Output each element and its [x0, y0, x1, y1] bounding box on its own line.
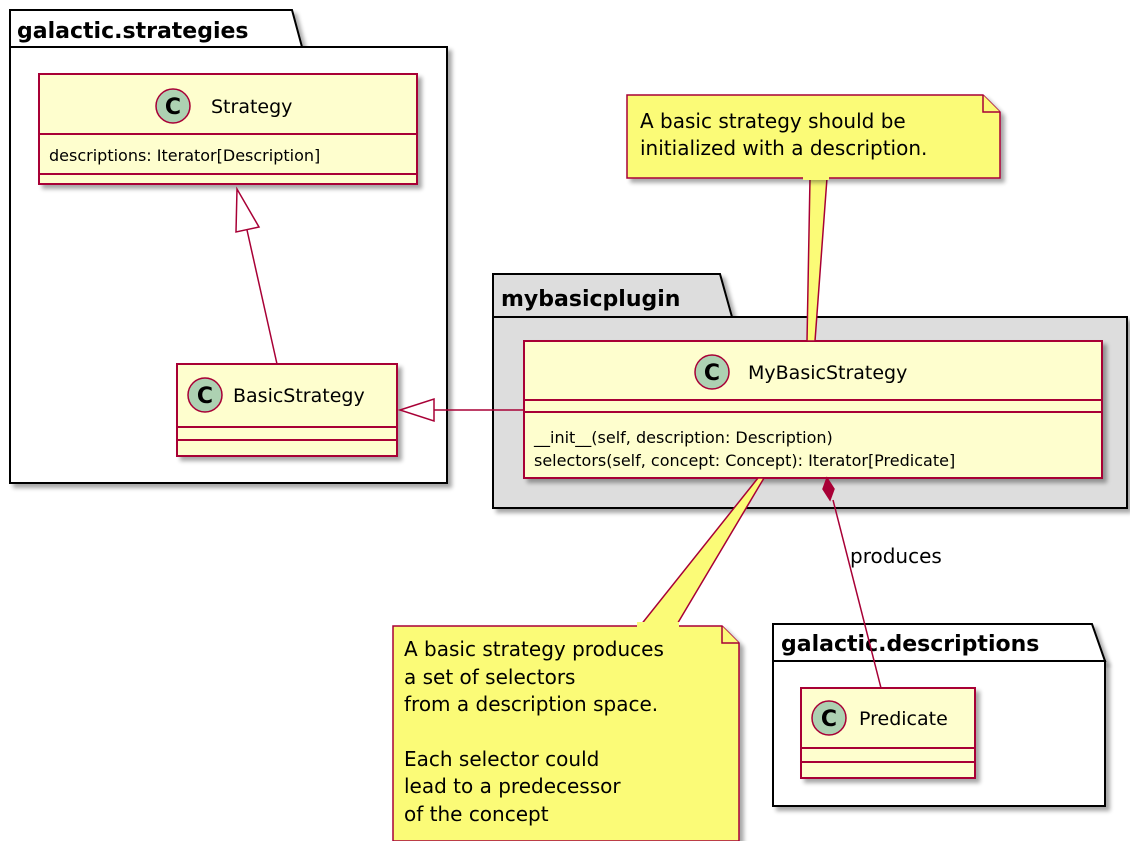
note-line: A basic strategy produces [404, 637, 664, 661]
class-name: MyBasicStrategy [748, 362, 907, 384]
class-icon [187, 377, 223, 413]
note-top: A basic strategy should be initialized w… [626, 94, 1001, 342]
class-icon [811, 700, 847, 736]
class-icon [155, 88, 191, 124]
class-stereotype-letter: C [197, 384, 213, 409]
class-method: selectors(self, concept: Concept): Itera… [534, 451, 955, 470]
class-stereotype-letter: C [165, 95, 181, 120]
class-strategy[interactable]: C Strategy descriptions: Iterator[Descri… [38, 73, 418, 185]
class-name: Predicate [859, 708, 948, 730]
note-line: lead to a predecessor [404, 774, 621, 798]
note-line: of the concept [404, 802, 549, 826]
inheritance-mybasic-to-basic [397, 397, 524, 423]
inheritance-arrowhead [235, 186, 261, 233]
class-stereotype-letter: C [704, 361, 720, 386]
note-line: from a description space. [404, 692, 658, 716]
class-icon [694, 354, 730, 390]
note-line: a set of selectors [404, 665, 575, 689]
class-stereotype-letter: C [821, 707, 837, 732]
composition-diamond [822, 476, 835, 502]
inheritance-basic-to-strategy [235, 186, 278, 365]
class-name: Strategy [211, 96, 292, 118]
class-method: __init__(self, description: Description) [533, 428, 833, 448]
inheritance-arrowhead [397, 397, 435, 423]
note-line: Each selector could [404, 747, 599, 771]
class-basic-strategy[interactable]: C BasicStrategy [176, 363, 398, 457]
class-predicate[interactable]: C Predicate [800, 687, 976, 779]
class-my-basic-strategy[interactable]: C MyBasicStrategy __init__(self, descrip… [523, 340, 1103, 479]
note-line: A basic strategy should be [640, 109, 906, 133]
note-bottom: A basic strategy produces a set of selec… [392, 477, 766, 841]
package-title: mybasicplugin [501, 287, 680, 312]
package-title: galactic.descriptions [781, 632, 1039, 657]
class-attribute: descriptions: Iterator[Description] [49, 146, 320, 165]
note-line: initialized with a description. [640, 136, 927, 160]
package-title: galactic.strategies [17, 19, 249, 44]
edge-label: produces [850, 544, 942, 568]
composition-produces: produces [822, 476, 942, 689]
class-name: BasicStrategy [233, 385, 365, 407]
